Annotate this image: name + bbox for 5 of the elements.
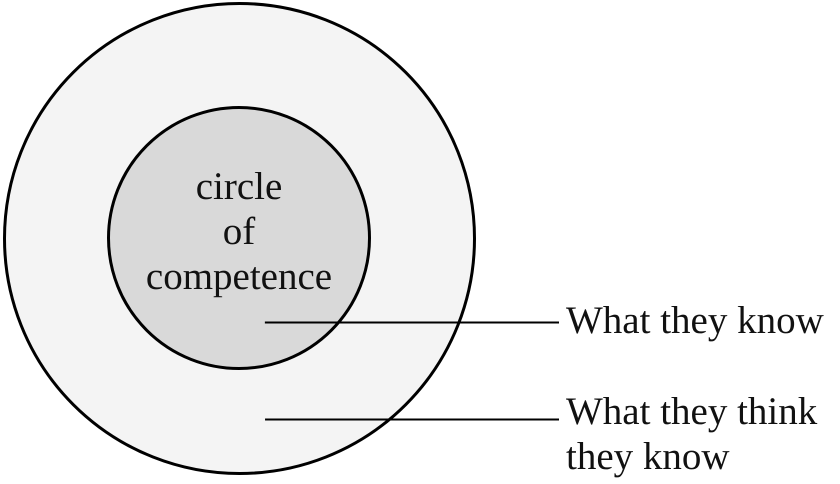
leader-line: [264, 322, 559, 324]
circle-label: circle of competence: [146, 164, 332, 299]
leader-line: [265, 418, 559, 420]
callout-label: What they know: [559, 298, 824, 343]
callout-label: What they think they know: [559, 389, 840, 479]
